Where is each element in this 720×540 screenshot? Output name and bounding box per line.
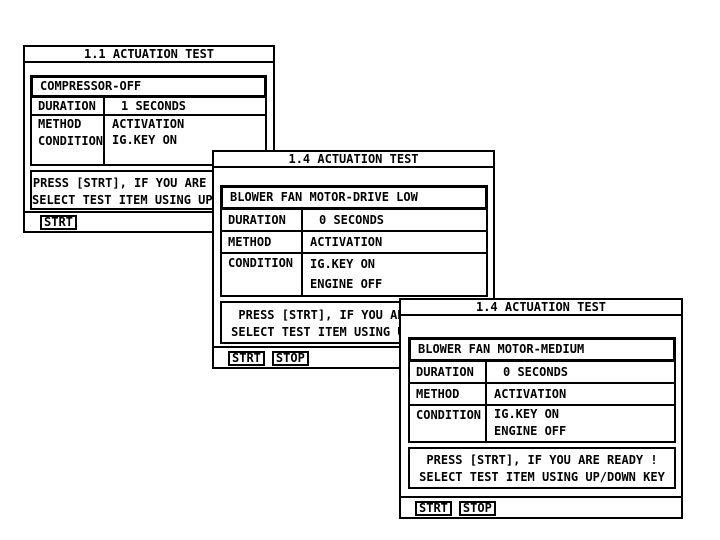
strt-button[interactable]: STRT: [228, 351, 265, 366]
test-table: BLOWER FAN MOTOR-MEDIUM DURATION 0 SECON…: [408, 337, 676, 443]
table-row-duration: DURATION 0 SECONDS: [410, 362, 674, 384]
duration-label: DURATION: [410, 362, 487, 382]
method-label: METHOD: [410, 384, 487, 404]
test-item-name: COMPRESSOR-OFF: [32, 77, 265, 98]
duration-label: DURATION: [222, 210, 303, 230]
message-box: PRESS [STRT], IF YOU ARE READY ! SELECT …: [408, 447, 676, 489]
method-label: METHOD: [222, 232, 303, 252]
strt-button[interactable]: STRT: [40, 215, 77, 230]
condition-value-line-1: IG.KEY ON: [310, 257, 376, 271]
method-value: ACTIVATION: [112, 117, 185, 131]
test-table: COMPRESSOR-OFF DURATION 1 SECONDS METHOD…: [30, 75, 267, 166]
actuation-test-window-1: 1.1 ACTUATION TEST COMPRESSOR-OFF DURATI…: [23, 45, 275, 233]
method-label: METHOD: [32, 116, 105, 132]
table-row-condition: CONDITION IG.KEY ON: [32, 132, 265, 164]
window-title: 1.4 ACTUATION TEST: [401, 300, 681, 316]
duration-value: 1 SECONDS: [121, 99, 187, 113]
duration-value: 0 SECONDS: [319, 213, 385, 227]
message-line-press: PRESS [STRT], IF YOU ARE READY !: [32, 176, 265, 190]
message-line-select: SELECT TEST ITEM USING UP/DOWN KEY: [32, 193, 267, 207]
stop-button[interactable]: STOP: [271, 351, 309, 366]
condition-value-line-2: ENGINE OFF: [494, 424, 567, 438]
test-table: BLOWER FAN MOTOR-DRIVE LOW DURATION 0 SE…: [220, 185, 488, 297]
message-line-press: PRESS [STRT], IF YOU ARE READY !: [426, 453, 658, 467]
table-row-method: METHOD ACTIVATION: [410, 384, 674, 406]
table-row-duration: DURATION 1 SECONDS: [32, 98, 265, 116]
window-title: 1.4 ACTUATION TEST: [214, 152, 493, 168]
duration-value: 0 SECONDS: [503, 365, 569, 379]
condition-value: IG.KEY ON ENGINE OFF: [303, 254, 486, 295]
condition-value-line-1: IG.KEY ON: [494, 407, 560, 421]
stop-button[interactable]: STOP: [458, 501, 496, 516]
table-row-condition: CONDITION IG.KEY ON ENGINE OFF: [410, 406, 674, 441]
table-row-condition: CONDITION IG.KEY ON ENGINE OFF: [222, 254, 486, 295]
window-title: 1.1 ACTUATION TEST: [25, 47, 273, 63]
condition-value-line-2: ENGINE OFF: [310, 277, 383, 291]
table-row-method: METHOD ACTIVATION: [222, 232, 486, 254]
message-line-select: SELECT TEST ITEM USING UP/DOWN KEY: [419, 470, 665, 484]
duration-label: DURATION: [32, 98, 105, 114]
condition-label: CONDITION: [32, 132, 105, 164]
condition-value: IG.KEY ON: [112, 133, 178, 147]
table-row-duration: DURATION 0 SECONDS: [222, 210, 486, 232]
message-box: PRESS [STRT], IF YOU ARE READY ! SELECT …: [30, 170, 267, 210]
condition-label: CONDITION: [410, 406, 487, 441]
method-value: ACTIVATION: [310, 235, 383, 249]
condition-label: CONDITION: [222, 254, 303, 295]
actuation-test-window-3: 1.4 ACTUATION TEST BLOWER FAN MOTOR-MEDI…: [399, 298, 683, 519]
table-row-method: METHOD ACTIVATION: [32, 116, 265, 132]
strt-button[interactable]: STRT: [415, 501, 452, 516]
method-value: ACTIVATION: [494, 387, 567, 401]
button-bar: STRT STOP: [214, 346, 493, 367]
test-item-name: BLOWER FAN MOTOR-DRIVE LOW: [222, 187, 486, 210]
button-bar: STRT STOP: [401, 496, 681, 517]
button-bar: STRT: [25, 211, 273, 231]
test-item-name: BLOWER FAN MOTOR-MEDIUM: [410, 339, 674, 362]
condition-value: IG.KEY ON ENGINE OFF: [487, 406, 674, 441]
